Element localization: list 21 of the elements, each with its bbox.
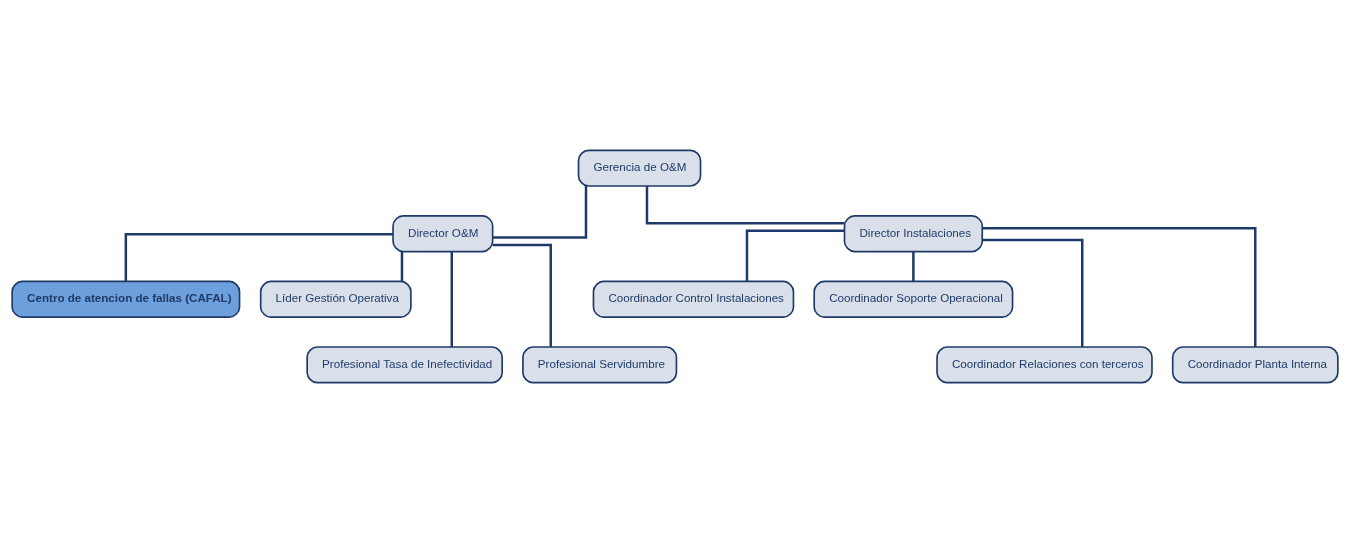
node-box: Coordinador Soporte Operacional bbox=[813, 280, 1014, 318]
connector bbox=[492, 186, 588, 239]
node-box: Gerencia de O&M bbox=[577, 149, 702, 187]
node-box: Director O&M bbox=[392, 215, 494, 253]
connector bbox=[745, 229, 845, 282]
connector bbox=[450, 251, 453, 347]
connector bbox=[124, 232, 393, 282]
node-box: Centro de atencion de fallas (CAFAL) bbox=[11, 280, 241, 318]
node-box: Profesional Tasa de Inefectividad bbox=[306, 346, 503, 384]
node-box: Líder Gestión Operativa bbox=[259, 280, 412, 318]
connector bbox=[982, 238, 1084, 347]
connector bbox=[912, 251, 915, 282]
connector bbox=[982, 227, 1257, 347]
node-box: Coordinador Planta Interna bbox=[1171, 346, 1339, 384]
node-box: Profesional Servidumbre bbox=[522, 346, 678, 384]
node-box: Coordinador Control Instalaciones bbox=[592, 280, 795, 318]
connector bbox=[645, 186, 845, 225]
node-box: Coordinador Relaciones con terceros bbox=[936, 346, 1153, 384]
connector bbox=[400, 251, 404, 282]
connector bbox=[492, 243, 552, 347]
node-box: Director Instalaciones bbox=[843, 215, 984, 253]
